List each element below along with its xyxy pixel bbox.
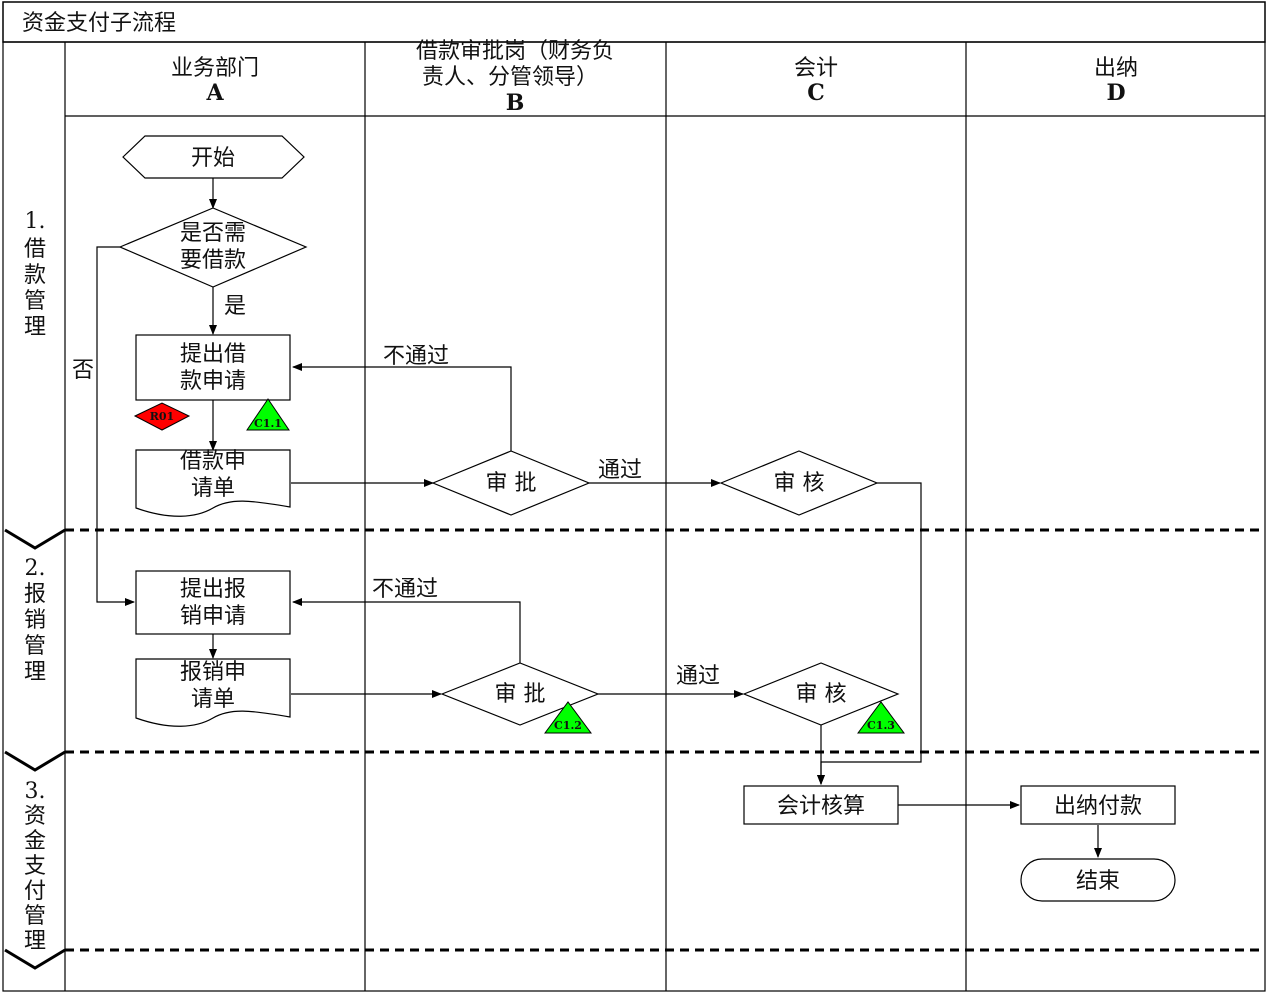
approve2-label: 审 批 [495, 682, 546, 707]
phase3-char: 金 [24, 829, 46, 854]
phase2-char: 理 [24, 660, 46, 685]
loan-apply-label-line1: 提出借 [180, 342, 246, 367]
review1-label: 审 核 [774, 471, 825, 496]
phase1-char: 管 [24, 289, 46, 314]
reject2-label: 不通过 [372, 577, 438, 602]
end-label: 结束 [1076, 869, 1120, 894]
title-bar [2, 1, 1266, 43]
decision-label-line2: 要借款 [180, 248, 246, 273]
diagram-title: 资金支付子流程 [22, 11, 176, 36]
phase1-char: 借 [24, 237, 46, 262]
phase1-number: 1. [25, 209, 46, 234]
column-b-name-line2: 责人、分管领导） [422, 65, 598, 90]
pass2-label: 通过 [676, 664, 720, 689]
column-headers: 业务部门 A 借款审批岗（财务负 责人、分管领导） B 会计 C 出纳 D [171, 39, 1138, 116]
control-marker-label: C1.3 [867, 719, 895, 732]
pass1-label: 通过 [598, 458, 642, 483]
edge-approve1-reject [292, 363, 512, 451]
reimb-apply-label-line1: 提出报 [180, 577, 246, 602]
phase2-char: 管 [24, 634, 46, 659]
edge-labels: 是 否 不通过 通过 不通过 通过 [72, 294, 720, 689]
approve1-label: 审 批 [486, 471, 537, 496]
loan-apply-node [135, 334, 291, 401]
markers: R01 C1.1 C1.2 C1.3 [133, 398, 905, 734]
phase3-char: 支 [24, 854, 46, 879]
payment-node [1020, 785, 1176, 825]
column-c-name: 会计 [794, 56, 838, 81]
review2-node [742, 662, 900, 726]
phase3-char: 理 [24, 929, 46, 954]
accounting-label: 会计核算 [777, 794, 865, 819]
phase-chevrons [4, 528, 66, 970]
edge-approve2-reject [292, 598, 521, 663]
decision-label-line1: 是否需 [180, 221, 246, 246]
phase3-char: 资 [24, 804, 46, 829]
approve1-node [431, 450, 591, 516]
no-label: 否 [72, 358, 94, 383]
phase2-number: 2. [25, 556, 46, 581]
column-b-letter: B [506, 90, 525, 116]
node-labels: 开始 是否需 要借款 提出借 款申请 借款申 请单 审 批 审 核 提出报 销申… [180, 146, 1142, 894]
loan-form-label-line2: 请单 [191, 476, 235, 501]
connectors [96, 178, 1102, 858]
reject1-label: 不通过 [383, 344, 449, 369]
risk-marker-label: R01 [150, 410, 174, 423]
edge-review1-to-accounting [817, 482, 922, 785]
risk-marker [133, 402, 191, 431]
phase3-number: 3. [25, 779, 46, 804]
phase-separators [65, 528, 1265, 952]
phase3-char: 管 [24, 904, 46, 929]
reimb-apply-label-line2: 销申请 [180, 604, 246, 629]
review2-label: 审 核 [796, 682, 847, 707]
review1-node [719, 450, 879, 516]
control-marker-label: C1.1 [254, 417, 282, 430]
control-marker [246, 398, 290, 431]
payment-label: 出纳付款 [1054, 794, 1142, 819]
column-a-letter: A [205, 80, 224, 106]
end-node [1020, 858, 1176, 902]
control-marker [857, 701, 905, 734]
accounting-node [743, 785, 899, 825]
loan-form-node [135, 449, 291, 517]
phase3-char: 付 [24, 879, 46, 904]
control-marker-label: C1.2 [554, 719, 582, 732]
decision-node [118, 207, 308, 288]
column-d-letter: D [1106, 80, 1125, 106]
reimb-form-label-line1: 报销申 [180, 660, 246, 685]
loan-form-label-line1: 借款申 [180, 449, 246, 474]
edge-decision-no [96, 246, 135, 606]
control-marker [544, 701, 592, 734]
start-label: 开始 [191, 146, 235, 171]
reimb-apply-node [135, 570, 291, 635]
reimb-form-node [135, 658, 291, 727]
yes-label: 是 [224, 294, 246, 319]
start-node [122, 135, 305, 179]
column-b-name-line1: 借款审批岗（财务负 [416, 39, 614, 64]
column-a-name: 业务部门 [171, 56, 259, 81]
swimlane-grid [2, 41, 1266, 992]
phase-labels: 1. 借 款 管 理 2. 报 销 管 理 3. 资 金 支 付 管 理 [24, 209, 46, 954]
phase1-char: 理 [24, 315, 46, 340]
approve2-node [440, 662, 600, 726]
column-c-letter: C [807, 80, 825, 106]
reimb-form-label-line2: 请单 [191, 687, 235, 712]
column-d-name: 出纳 [1094, 56, 1138, 81]
phase1-char: 款 [24, 263, 46, 288]
phase2-char: 销 [24, 608, 46, 633]
phase2-char: 报 [24, 582, 46, 607]
nodes [118, 135, 1176, 902]
loan-apply-label-line2: 款申请 [180, 369, 246, 394]
